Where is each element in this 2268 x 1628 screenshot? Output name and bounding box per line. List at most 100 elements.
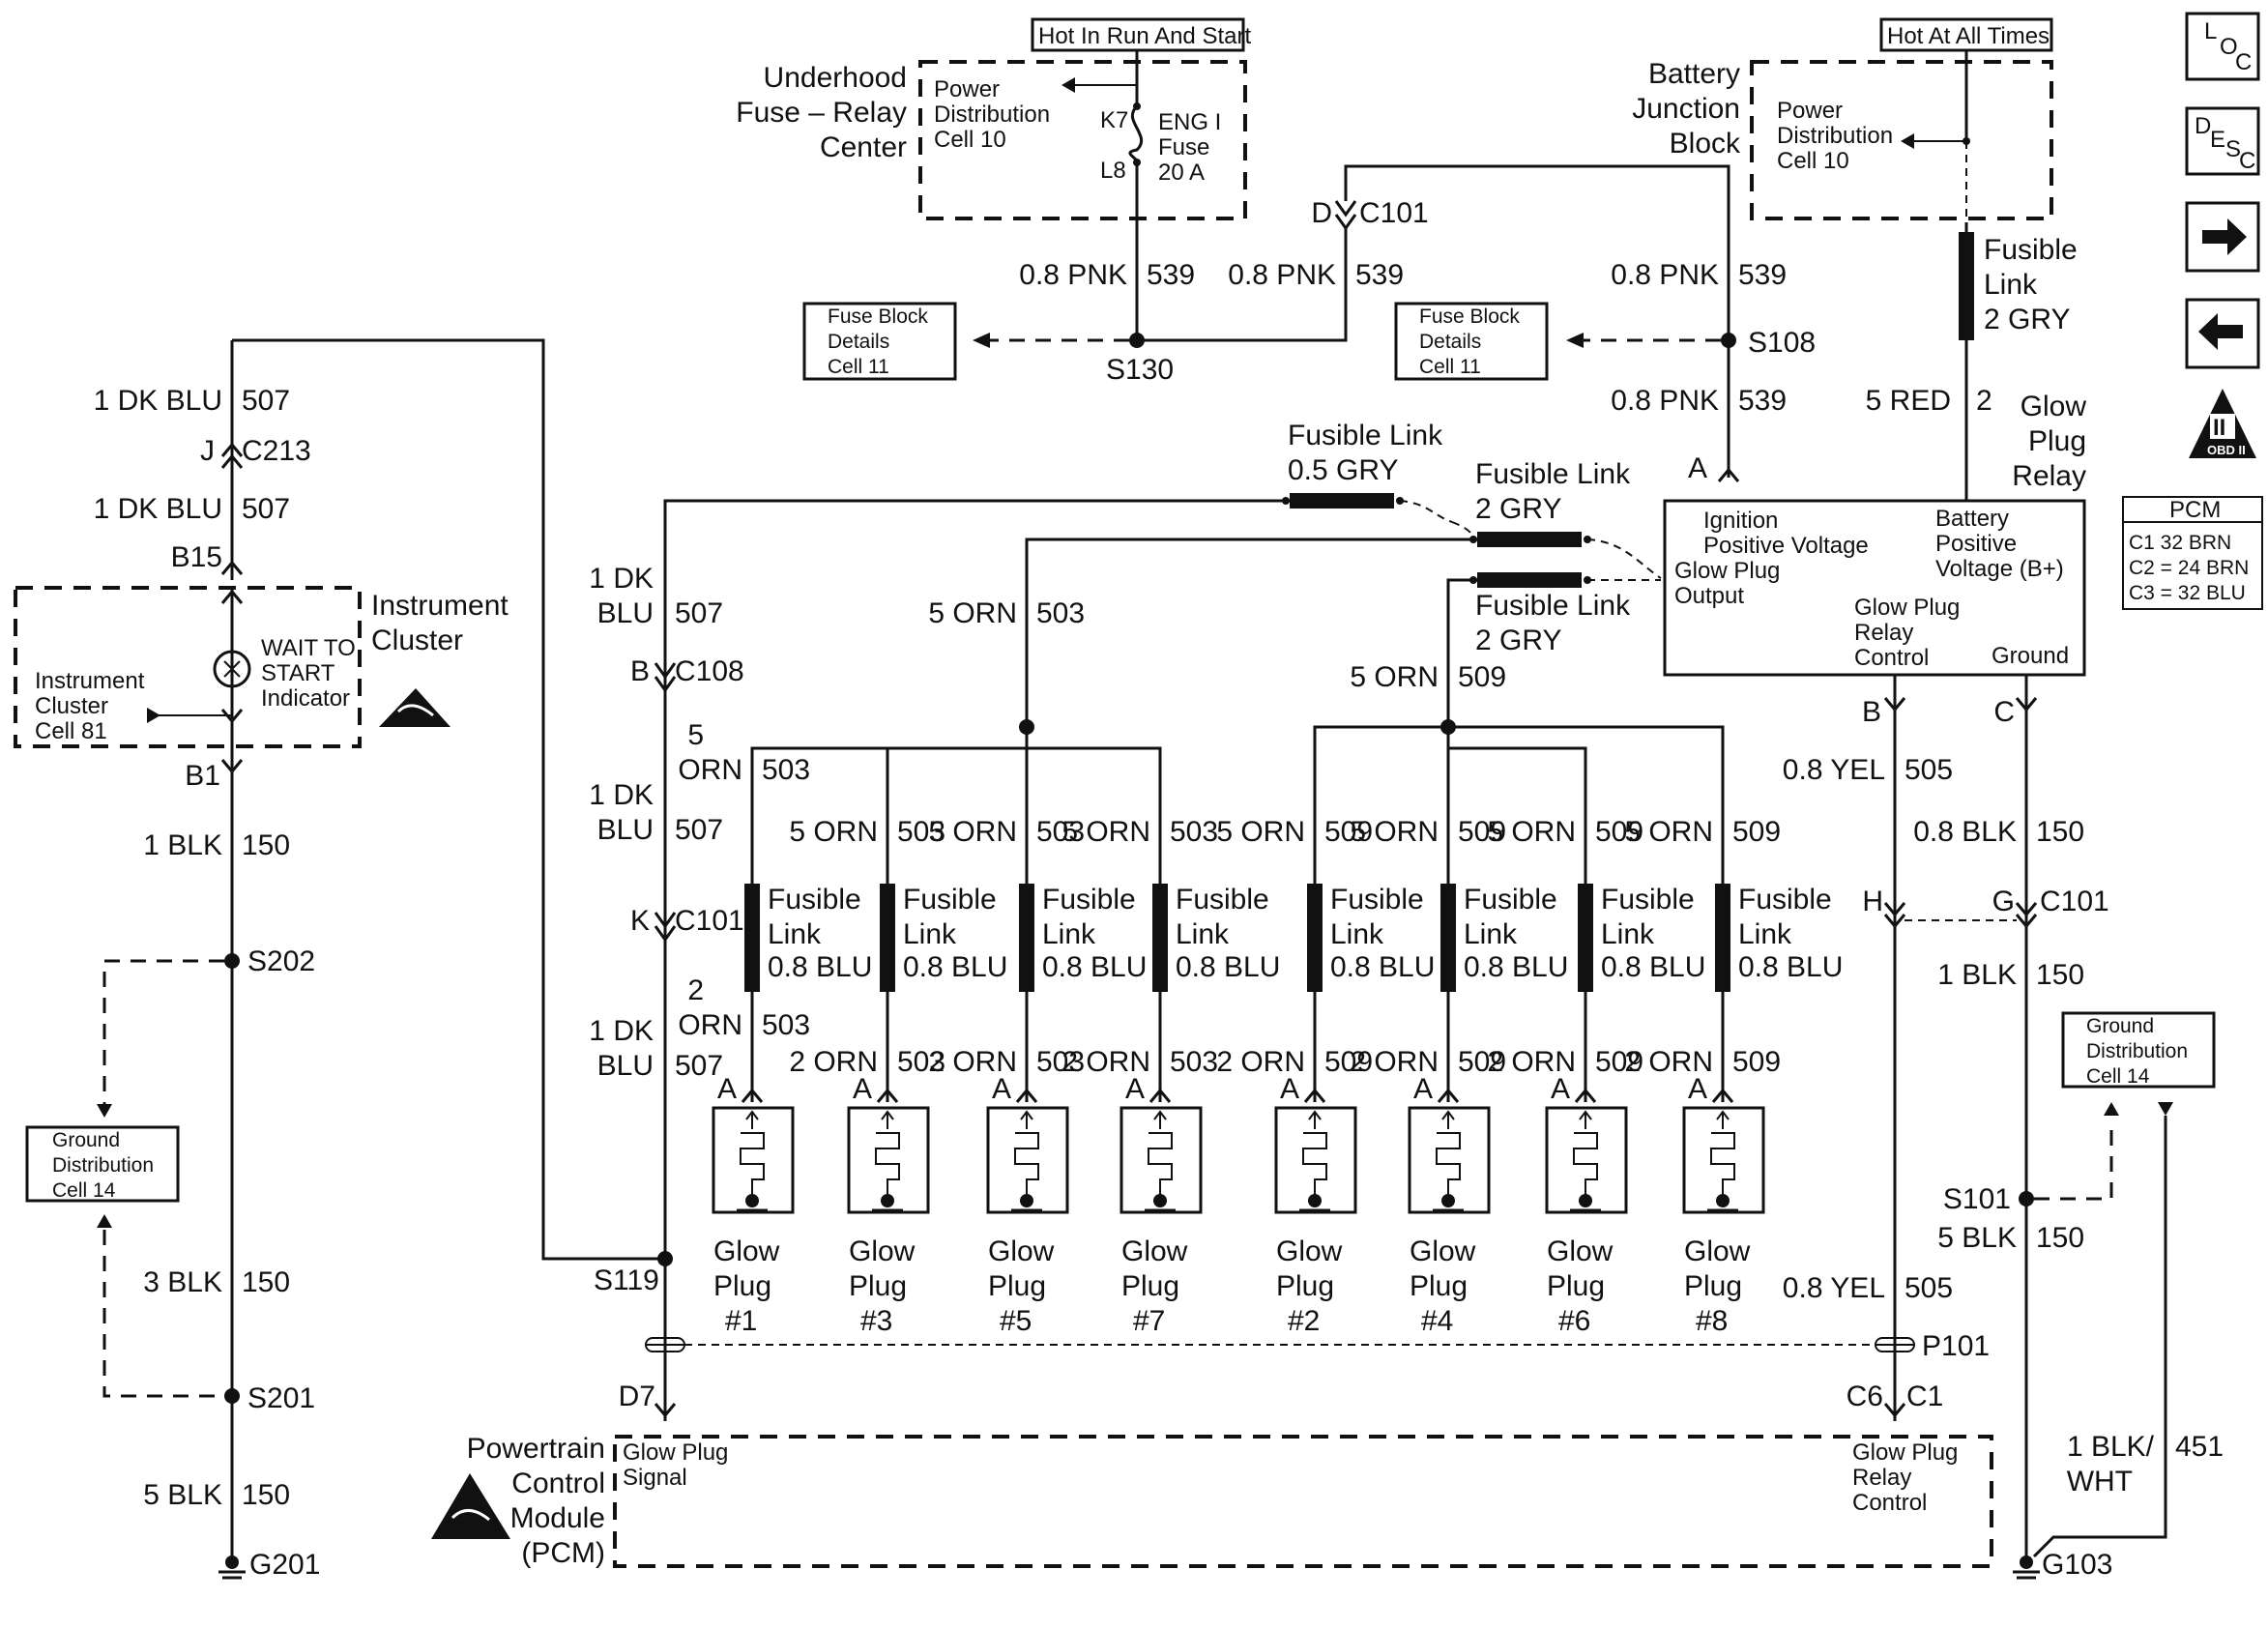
wire-label: ORN [678,1009,742,1041]
ground-distribution-right[interactable]: Ground Distribution Cell 14 [2061,1011,2216,1089]
svg-text:Cell 10: Cell 10 [934,127,1006,153]
svg-text:Fusible Link: Fusible Link [1475,590,1631,622]
splice-s101: S101 [1943,1102,2119,1215]
svg-text:150: 150 [242,1266,290,1298]
svg-text:Signal: Signal [623,1465,687,1491]
svg-text:G: G [1992,886,2015,917]
wire-label: 2 ORN [1487,1046,1576,1078]
svg-text:0.5 GRY: 0.5 GRY [1288,454,1399,486]
svg-text:Glow Plug: Glow Plug [623,1439,728,1466]
svg-text:Fuse Block: Fuse Block [1419,305,1520,328]
wire-label: 503 [1170,1046,1218,1078]
wire-label: #4 [1421,1305,1453,1337]
splice-s201: S201 [97,1214,315,1414]
powertrain-control-module: Powertrain Control Module (PCM) Glow Plu… [467,1433,1993,1569]
blu-507-pcm: 1 DK BLU 507 1 DK BLU 507 1 DK BLU 507 [589,563,723,1082]
svg-text:S: S [2225,136,2241,162]
wire-label: 503 [1036,816,1085,848]
svg-text:Fuse: Fuse [1158,134,1209,160]
fusible-link [1307,884,1323,992]
svg-text:(PCM): (PCM) [521,1537,605,1569]
svg-text:Positive Voltage: Positive Voltage [1703,533,1869,559]
wire-label: Link [1464,918,1518,950]
wire-label: A [1280,1073,1299,1105]
wire-label: 2 ORN [1350,1046,1439,1078]
fusible-link [1715,884,1730,992]
svg-text:P101: P101 [1922,1330,1990,1362]
svg-text:L8: L8 [1100,158,1126,184]
svg-text:509: 509 [1458,661,1506,693]
svg-text:150: 150 [2036,1222,2084,1254]
fusible-link-2gry-battery: Fusible Link 2 GRY 5 RED 2 Glow Plug Rel… [1866,222,2087,501]
arrow-left-icon[interactable] [2185,298,2260,369]
svg-text:Indicator: Indicator [261,685,350,712]
fusible-link [744,884,760,992]
svg-text:C6: C6 [1846,1381,1883,1412]
svg-text:C: C [1993,696,2015,728]
svg-text:Plug: Plug [2028,425,2086,457]
svg-text:Ground: Ground [2086,1015,2154,1037]
wire-label: Fusible [1330,884,1424,916]
c213-connector-j: J C213 [200,435,311,469]
arrow-right-icon[interactable] [2185,201,2260,273]
svg-text:C108: C108 [675,655,744,687]
svg-text:D7: D7 [619,1381,655,1412]
splice-s130: S130 [973,333,1174,386]
wire-label: Plug [1276,1270,1334,1302]
svg-text:0.8 PNK: 0.8 PNK [1611,259,1719,291]
svg-text:WHT: WHT [2067,1466,2133,1497]
wire-label: 503 [1036,1046,1085,1078]
svg-text:539: 539 [1738,385,1787,417]
wire-label: 503 [762,1009,810,1041]
wire-label: #3 [860,1305,892,1337]
svg-text:B: B [630,655,650,687]
wire-label: Plug [1547,1270,1605,1302]
wire-label: Plug [713,1270,771,1302]
svg-text:1 DK: 1 DK [589,1015,654,1047]
loc-icon[interactable]: L O C [2185,12,2260,81]
blu-507-left: 1 DK BLU 507 1 DK BLU 507 [94,385,290,525]
wire-label: A [1125,1073,1145,1105]
svg-text:503: 503 [1036,597,1085,629]
svg-text:Glow: Glow [2021,391,2087,422]
wire-label: 503 [1170,816,1218,848]
wire-label: 5 ORN [928,816,1017,848]
wire-label: 0.8 BLU [1330,951,1435,983]
c101-connector-h-g: H G C101 [1862,886,2109,929]
fuse-block-details-right[interactable]: Fuse Block Details Cell 11 [1394,302,1549,381]
svg-text:2 GRY: 2 GRY [1984,304,2071,335]
wire-label: Glow [1410,1236,1476,1267]
shield-connector-right: P101 [1875,1330,1990,1362]
svg-text:D: D [1311,197,1332,229]
wire-label: Fusible [1042,884,1136,916]
svg-text:Power: Power [1777,98,1843,124]
pnk-wire-labels: 0.8 PNK 539 0.8 PNK 539 0.8 PNK 539 0.8 … [1019,259,1787,417]
obd-ii-icon[interactable]: II OBD II [2189,389,2256,458]
svg-text:OBD II: OBD II [2207,443,2246,457]
fusible-link-2gry-b: Fusible Link 2 GRY [1469,572,1631,656]
svg-text:1 DK: 1 DK [589,779,654,811]
svg-text:0.8 PNK: 0.8 PNK [1019,259,1127,291]
svg-text:Instrument: Instrument [371,590,509,622]
svg-text:Cell 14: Cell 14 [52,1179,116,1202]
svg-text:Cell 11: Cell 11 [1419,356,1481,378]
fusible-link-05gry: Fusible Link 0.5 GRY [1282,420,1443,509]
svg-text:1 BLK: 1 BLK [1937,959,2017,991]
svg-text:Cell 81: Cell 81 [35,718,107,744]
fuse-block-details-left[interactable]: Fuse Block Details Cell 11 [802,302,957,381]
wire-label: #7 [1133,1305,1165,1337]
svg-text:Center: Center [820,131,907,163]
svg-text:1 BLK: 1 BLK [143,829,222,861]
svg-text:G201: G201 [249,1549,320,1581]
wire-label: #8 [1696,1305,1728,1337]
svg-text:K: K [630,905,650,937]
glow-plug-relay: Ignition Positive Voltage Battery Positi… [1663,499,2086,677]
desc-icon[interactable]: D E S C [2185,106,2260,176]
svg-text:S119: S119 [594,1265,659,1296]
relay-pin-c: C [1993,696,2038,728]
svg-text:E: E [2210,127,2225,153]
ground-distribution-left[interactable]: Ground Distribution Cell 14 [25,1125,180,1203]
